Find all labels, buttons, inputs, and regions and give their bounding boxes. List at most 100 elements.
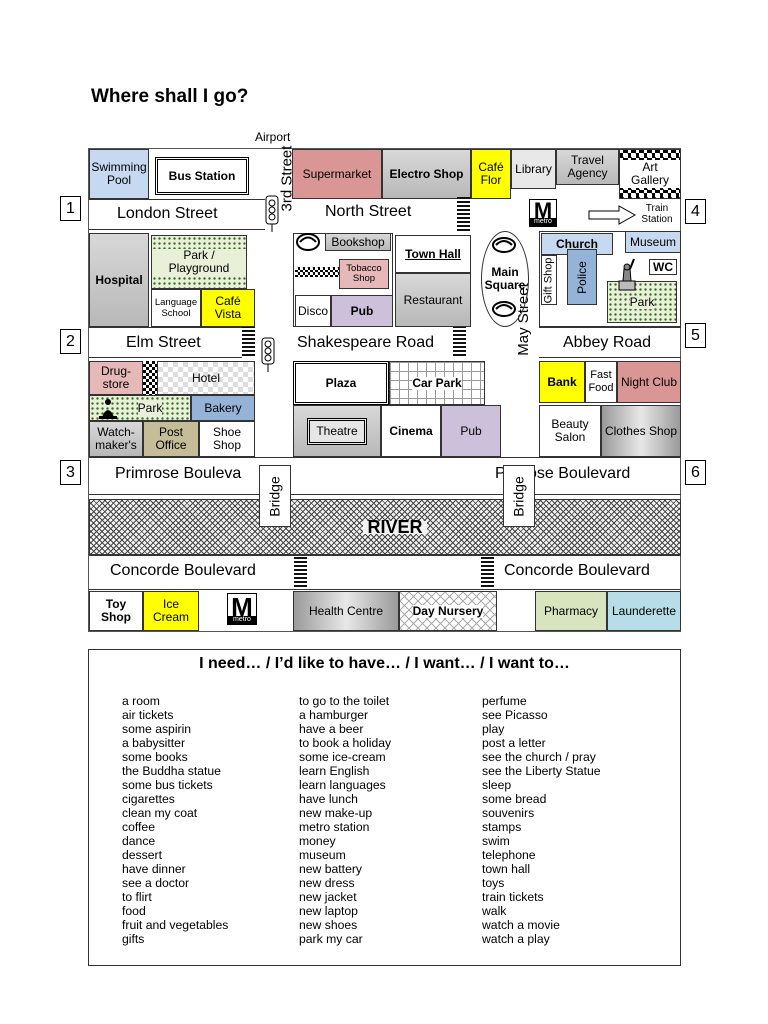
- supermarket: Supermarket: [292, 149, 382, 199]
- word-item: gifts: [122, 932, 145, 946]
- word-item: park my car: [299, 932, 363, 946]
- word-item: a room: [122, 694, 160, 708]
- marker-3: 3: [60, 460, 81, 485]
- fountain-icon: [492, 301, 516, 317]
- word-item: souvenirs: [482, 806, 535, 820]
- travel-agency: Travel Agency: [556, 149, 619, 185]
- word-item: have dinner: [122, 862, 186, 876]
- word-item: dessert: [122, 848, 162, 862]
- beauty-salon: Beauty Salon: [539, 405, 601, 457]
- word-item: to flirt: [122, 890, 152, 904]
- cinema: Cinema: [381, 405, 441, 457]
- drugstore: Drug-store: [89, 361, 143, 395]
- word-item: watch a play: [482, 932, 550, 946]
- word-item: clean my coat: [122, 806, 198, 820]
- street-concorde-left: Concorde Boulevard: [110, 562, 256, 579]
- word-item: coffee: [122, 820, 155, 834]
- word-item: see the church / pray: [482, 750, 596, 764]
- word-item: dance: [122, 834, 156, 848]
- police: Police: [574, 260, 589, 294]
- metro-icon: M metro: [227, 592, 257, 625]
- night-club: Night Club: [617, 361, 681, 403]
- word-item: see Picasso: [482, 708, 548, 722]
- fountain-icon: [296, 233, 320, 251]
- street-elm: Elm Street: [126, 334, 201, 351]
- street-north: North Street: [325, 203, 412, 220]
- toy-shop: Toy Shop: [89, 591, 143, 631]
- bank: Bank: [539, 361, 585, 403]
- marker-4: 4: [685, 199, 706, 224]
- page-title: Where shall I go?: [91, 86, 249, 107]
- word-item: money: [299, 834, 336, 848]
- town-map: London Street North Street Elm Street Sh…: [88, 145, 681, 632]
- word-item: air tickets: [122, 708, 174, 722]
- word-item: new laptop: [299, 904, 358, 918]
- word-item: have a beer: [299, 722, 364, 736]
- word-item: some bread: [482, 792, 547, 806]
- word-item: see the Liberty Statue: [482, 764, 601, 778]
- museum: Museum: [625, 231, 681, 253]
- traffic-light-icon: [265, 195, 279, 232]
- street-primrose-right: ose Boulevard: [528, 465, 631, 482]
- street-concorde-right: Concorde Boulevard: [504, 562, 650, 579]
- crosswalk: [481, 557, 494, 589]
- marker-5: 5: [685, 323, 706, 348]
- word-item: some ice-cream: [299, 750, 386, 764]
- bridge-right: Bridge: [510, 475, 527, 517]
- train-station-label: Train Station: [641, 203, 673, 225]
- hotel: Hotel: [157, 361, 255, 395]
- cafe-vista: Café Vista: [201, 289, 255, 327]
- town-hall: Town Hall: [395, 235, 471, 273]
- word-item: watch a movie: [482, 918, 560, 932]
- post-office: Post Office: [143, 421, 199, 457]
- art-gallery: Art Gallery: [619, 149, 681, 199]
- clothes-shop: Clothes Shop: [601, 405, 681, 457]
- marker-2: 2: [60, 329, 81, 354]
- word-list: I need… / I’d like to have… / I want… / …: [88, 649, 681, 966]
- pub-south: Pub: [441, 405, 501, 457]
- word-item: sleep: [482, 778, 512, 792]
- crosswalk: [294, 557, 307, 589]
- word-item: town hall: [482, 862, 531, 876]
- word-item: a hamburger: [299, 708, 369, 722]
- shoe-shop: Shoe Shop: [199, 421, 255, 457]
- word-item: telephone: [482, 848, 536, 862]
- bus-station: Bus Station: [155, 157, 249, 195]
- launderette: Launderette: [607, 591, 681, 631]
- word-item: fruit and vegetables: [122, 918, 229, 932]
- day-nursery: Day Nursery: [399, 591, 497, 631]
- word-item: food: [122, 904, 146, 918]
- river: RIVER: [89, 499, 681, 555]
- main-square: Main Square: [481, 231, 529, 327]
- airport-label: Airport: [255, 130, 291, 144]
- park-playground: Park / Playground: [151, 235, 247, 289]
- disco: Disco: [295, 295, 331, 327]
- word-item: stamps: [482, 820, 522, 834]
- word-item: post a letter: [482, 736, 546, 750]
- word-item: a babysitter: [122, 736, 186, 750]
- street-shakespeare: Shakespeare Road: [297, 334, 434, 351]
- crosswalk: [453, 326, 466, 358]
- fountain-icon: [492, 237, 516, 253]
- library: Library: [511, 149, 556, 189]
- tobacco-shop: Tobacco Shop: [339, 259, 389, 289]
- word-item: play: [482, 722, 505, 736]
- crosswalk: [457, 197, 470, 233]
- word-item: learn English: [299, 764, 370, 778]
- traffic-light-icon: [261, 337, 275, 372]
- pub-north: Pub: [331, 295, 393, 327]
- hospital: Hospital: [89, 233, 149, 327]
- word-item: to go to the toilet: [299, 694, 390, 708]
- word-item: new jacket: [299, 890, 357, 904]
- pharmacy: Pharmacy: [535, 591, 607, 631]
- word-item: new shoes: [299, 918, 358, 932]
- word-item: metro station: [299, 820, 370, 834]
- word-item: to book a holiday: [299, 736, 392, 750]
- watchmaker: Watch-maker's: [89, 421, 143, 457]
- word-item: learn languages: [299, 778, 386, 792]
- health-centre: Health Centre: [293, 591, 399, 631]
- street-primrose-p: P: [495, 465, 506, 482]
- word-item: see a doctor: [122, 876, 190, 890]
- bridge-left: Bridge: [266, 475, 283, 517]
